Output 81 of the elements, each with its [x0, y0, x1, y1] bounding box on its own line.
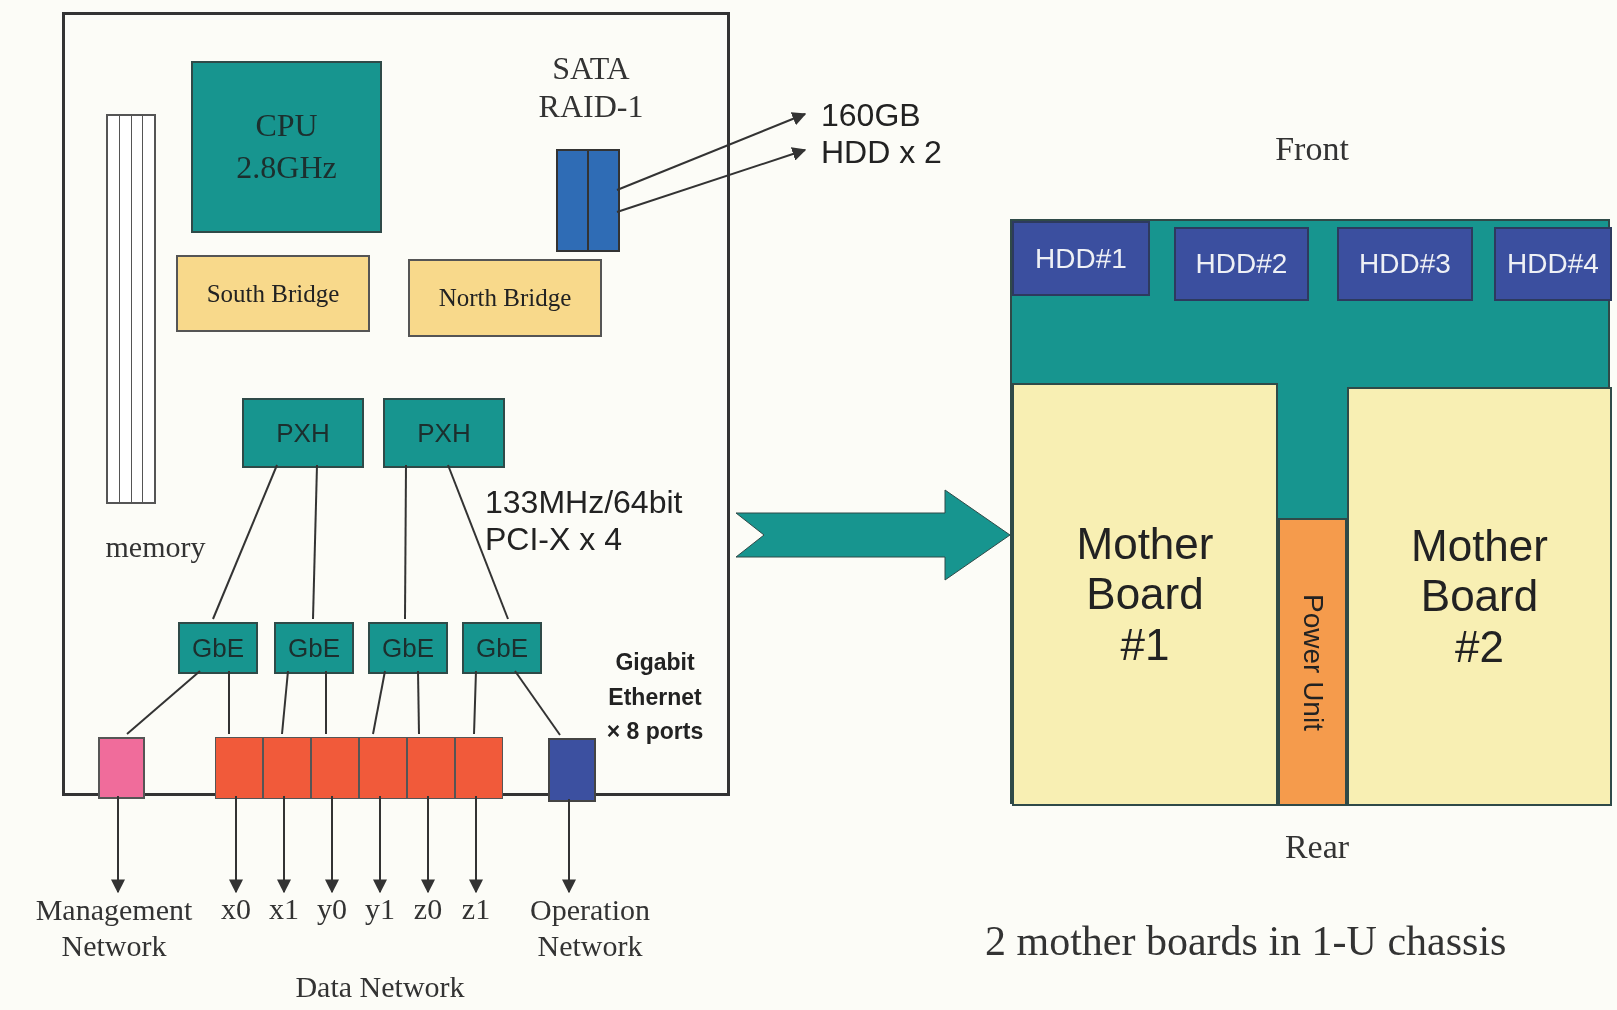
data-port [359, 737, 407, 799]
board-label: Mother Board #2 [1410, 520, 1549, 673]
connector-line [417, 670, 420, 735]
connector-line [372, 670, 386, 735]
bus-spec-label: 133MHz/64bit PCI-X x 4 [485, 484, 684, 558]
bay-label: HDD#1 [1035, 241, 1127, 276]
chip-label: GbE [192, 631, 244, 665]
caption: 2 mother boards in 1-U chassis [985, 918, 1507, 965]
bay-label: HDD#4 [1507, 247, 1599, 281]
data-port [311, 737, 359, 799]
hdd-bay [1494, 227, 1612, 301]
data-port [407, 737, 455, 799]
bay-label: HDD#2 [1195, 247, 1288, 281]
port-label: z1 [461, 892, 491, 927]
port-count-label: Gigabit Ethernet × 8 ports [605, 648, 705, 746]
network-label: Operation Network [529, 892, 651, 964]
motherboard-area [1012, 383, 1278, 806]
network-label: Management Network [34, 892, 194, 964]
bridge-chip [408, 259, 602, 337]
connector-line [325, 670, 327, 735]
port-label: y0 [317, 892, 347, 927]
chip-label: South Bridge [206, 278, 340, 309]
port-label: z0 [413, 892, 443, 927]
bridge-chip [176, 255, 370, 332]
connector-line [281, 670, 289, 735]
arrow [325, 795, 339, 894]
connector-line [473, 670, 477, 735]
operation-port [548, 738, 596, 802]
arrow [469, 795, 483, 894]
connector-line [228, 670, 230, 735]
chassis-panel [1010, 219, 1610, 804]
port-label: x1 [269, 892, 299, 927]
chip-label: PXH [417, 416, 471, 450]
ethernet-chip [368, 622, 448, 674]
arrow [616, 147, 807, 213]
port-label: y1 [365, 892, 395, 927]
arrow [373, 795, 387, 894]
memory-label: memory [105, 529, 206, 565]
chip-label: North Bridge [438, 283, 572, 314]
ethernet-chip [178, 622, 258, 674]
chip-label: GbE [288, 631, 340, 665]
raid-label: SATA RAID-1 [537, 49, 645, 126]
data-port [263, 737, 311, 799]
chip-label: GbE [382, 631, 434, 665]
arrow [421, 795, 435, 894]
chip-label: GbE [476, 631, 528, 665]
board-label: Mother Board #1 [1075, 518, 1215, 671]
capacity-label: 160GB HDD x 2 [821, 97, 943, 171]
ethernet-chip [462, 622, 542, 674]
data-port [455, 737, 503, 799]
port-label: x0 [221, 892, 251, 927]
connector-line [514, 670, 561, 736]
management-port [98, 737, 145, 799]
arrow [229, 795, 243, 894]
arrow [562, 798, 576, 894]
bridge-chip [242, 398, 364, 468]
bay-label: HDD#3 [1359, 247, 1451, 281]
data-port [215, 737, 263, 799]
connector-line [404, 464, 407, 620]
side-label: Rear [1283, 828, 1351, 866]
power-label: Power Unit [1296, 593, 1330, 731]
hdd-bay [1012, 221, 1150, 296]
block-arrow [735, 489, 1011, 581]
group-label: Data Network [294, 970, 466, 1003]
side-label: Front [1274, 130, 1350, 168]
power-unit [1278, 518, 1347, 806]
motherboard-area [1347, 387, 1612, 806]
connector-line [212, 464, 278, 620]
chip-label: PXH [276, 416, 330, 450]
arrow [277, 795, 291, 894]
connector-line [312, 464, 318, 620]
connector-line [447, 464, 509, 620]
connector-line [126, 670, 201, 735]
ethernet-chip [274, 622, 354, 674]
arrow [111, 795, 125, 894]
hdd-bay [1337, 227, 1473, 301]
chip-label: CPU 2.8GHz [235, 106, 338, 187]
bridge-chip [383, 398, 505, 468]
arrow [616, 112, 807, 191]
cpu-chip [191, 61, 382, 233]
hdd-bay [1174, 227, 1309, 301]
